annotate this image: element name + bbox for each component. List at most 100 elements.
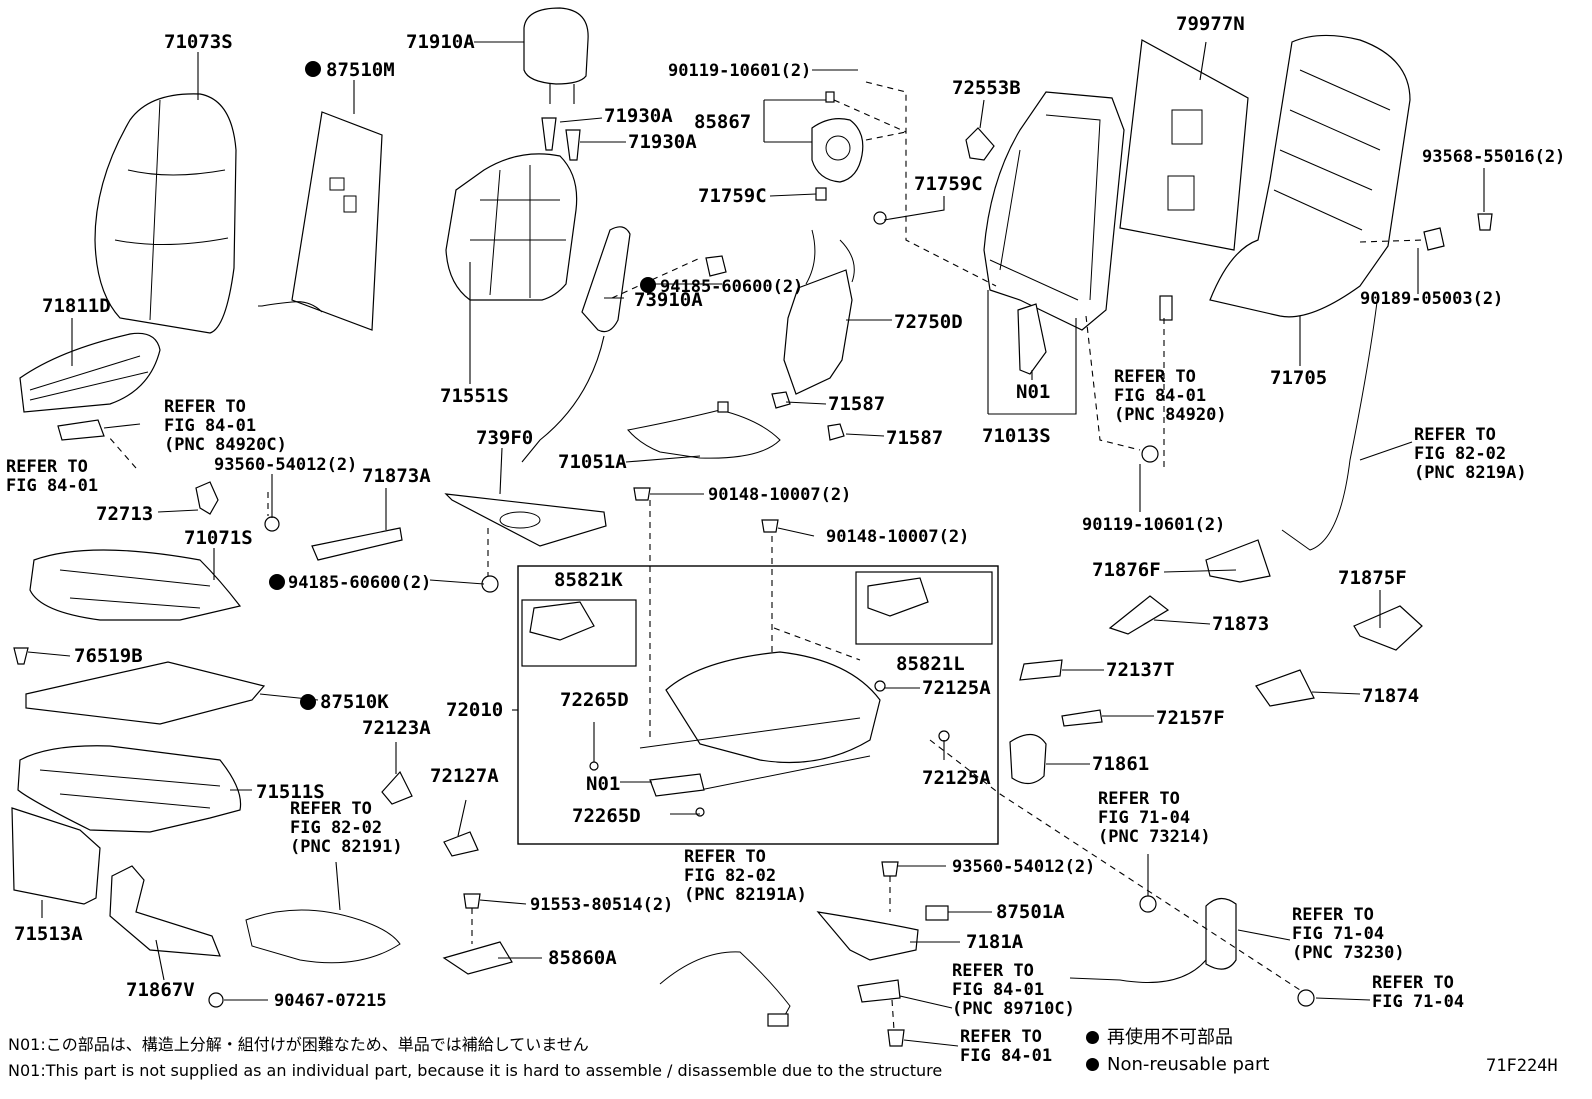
- callout-94185-low: 94185-60600(2): [288, 573, 431, 593]
- callout-N01-top: N01: [1016, 381, 1050, 403]
- footnote-jp: N01:この部品は、構造上分解・組付けが困難なため、単品では補給していません: [8, 1035, 589, 1054]
- callout-87510M: 87510M: [326, 59, 395, 81]
- callout-90148-1: 90148-10007(2): [708, 485, 851, 505]
- non-reusable-markers: [269, 61, 656, 710]
- callout-labels: 71073S 87510M 71910A 90119-10601(2) 7193…: [14, 13, 1565, 1011]
- callout-71811D: 71811D: [42, 295, 111, 317]
- callout-71875F: 71875F: [1338, 567, 1407, 589]
- callout-72123A: 72123A: [362, 717, 431, 739]
- cushion-cover-art: [29, 549, 242, 621]
- legend: 再使用不可部品 Non-reusable part: [1086, 1024, 1269, 1078]
- callout-90119-top: 90119-10601(2): [668, 61, 811, 81]
- footnote-en: N01:This part is not supplied as an indi…: [8, 1061, 943, 1080]
- back-board-lower-art: [444, 493, 607, 547]
- callout-72125A-2: 72125A: [922, 767, 991, 789]
- callout-87501A: 87501A: [996, 901, 1065, 923]
- back-panel-art: [1209, 34, 1411, 318]
- cushion-wire-art: [245, 909, 401, 964]
- callout-71587-1: 71587: [828, 393, 885, 415]
- callout-72157F: 72157F: [1156, 707, 1225, 729]
- callout-71930A-2: 71930A: [628, 131, 697, 153]
- legend-label-jp: 再使用不可部品: [1107, 1027, 1233, 1048]
- front-panel-art: [11, 807, 101, 905]
- back-heater-art: [291, 111, 383, 331]
- callout-73910A: 73910A: [634, 289, 703, 311]
- callout-71511S: 71511S: [256, 781, 325, 803]
- back-board-art: [1119, 39, 1249, 251]
- callout-90467: 90467-07215: [274, 991, 387, 1011]
- callout-85821K: 85821K: [554, 569, 623, 591]
- callout-71513A: 71513A: [14, 923, 83, 945]
- side-cover-art: [19, 332, 161, 413]
- callout-85821L: 85821L: [896, 653, 965, 675]
- side-shield-art: [109, 865, 221, 957]
- callout-71587-2: 71587: [886, 427, 943, 449]
- callout-85867: 85867: [694, 111, 751, 133]
- callout-72127A: 72127A: [430, 765, 499, 787]
- callout-7181A: 7181A: [966, 931, 1024, 953]
- motor-box-85821K: [521, 599, 637, 667]
- part-artwork: [11, 7, 1493, 1047]
- callout-72553B: 72553B: [952, 77, 1021, 99]
- callout-72137T: 72137T: [1106, 659, 1175, 681]
- callout-90189: 90189-05003(2): [1360, 289, 1503, 309]
- callout-91553: 91553-80514(2): [530, 895, 673, 915]
- motor-box-85821L: [855, 571, 993, 645]
- callout-85860A: 85860A: [548, 947, 617, 969]
- figure-code: 71F224H: [1486, 1056, 1558, 1076]
- callout-71051A: 71051A: [558, 451, 627, 473]
- callout-94185-top: 94185-60600(2): [660, 277, 803, 297]
- callout-93560-low: 93560-54012(2): [952, 857, 1095, 877]
- cushion-heater-art: [25, 661, 266, 725]
- back-pad-art: [445, 153, 578, 301]
- legend-item-jp: 再使用不可部品: [1086, 1024, 1269, 1051]
- switch-art: [442, 941, 513, 975]
- callout-71876F: 71876F: [1092, 559, 1161, 581]
- legend-label-en: Non-reusable part: [1107, 1054, 1270, 1075]
- callout-79977N: 79977N: [1176, 13, 1245, 35]
- leader-lines: [27, 41, 1485, 1047]
- side-airbag-art: [581, 226, 631, 333]
- callout-72713: 72713: [96, 503, 153, 525]
- callout-71873: 71873: [1212, 613, 1269, 635]
- back-wire-art: [627, 409, 781, 459]
- callout-90148-2: 90148-10007(2): [826, 527, 969, 547]
- callout-93560-top: 93560-54012(2): [214, 455, 357, 475]
- footnotes: N01:この部品は、構造上分解・組付けが困難なため、単品では補給していません N…: [8, 1032, 942, 1084]
- legend-item-en: Non-reusable part: [1086, 1051, 1269, 1078]
- callout-71867V: 71867V: [126, 979, 195, 1001]
- back-frame-art: [983, 91, 1125, 331]
- callout-72125A-1: 72125A: [922, 677, 991, 699]
- seat-adjuster-art: [665, 651, 881, 764]
- callout-87510K: 87510K: [320, 691, 389, 713]
- callout-76519B: 76519B: [74, 645, 143, 667]
- seat-back-cover-art: [94, 93, 237, 334]
- buckle-wire-art: [1281, 293, 1379, 551]
- callout-71759C-1: 71759C: [698, 185, 767, 207]
- seat-adjuster-box: [517, 565, 999, 845]
- sub-assembly-boxes: [517, 565, 999, 845]
- lumbar-motor-art: [811, 118, 864, 183]
- lumbar-support-art: [783, 269, 853, 395]
- callout-72750D: 72750D: [894, 311, 963, 333]
- callout-71551S: 71551S: [440, 385, 509, 407]
- callout-72265D-1: 72265D: [560, 689, 629, 711]
- buckle-art: [1205, 897, 1237, 970]
- callout-739F0: 739F0: [476, 427, 533, 449]
- callout-90119-mid: 90119-10601(2): [1082, 515, 1225, 535]
- callout-N01-box: N01: [586, 773, 620, 795]
- callout-71013S: 71013S: [982, 425, 1051, 447]
- callout-71759C-2: 71759C: [914, 173, 983, 195]
- callout-71861: 71861: [1092, 753, 1149, 775]
- callout-71910A: 71910A: [406, 31, 475, 53]
